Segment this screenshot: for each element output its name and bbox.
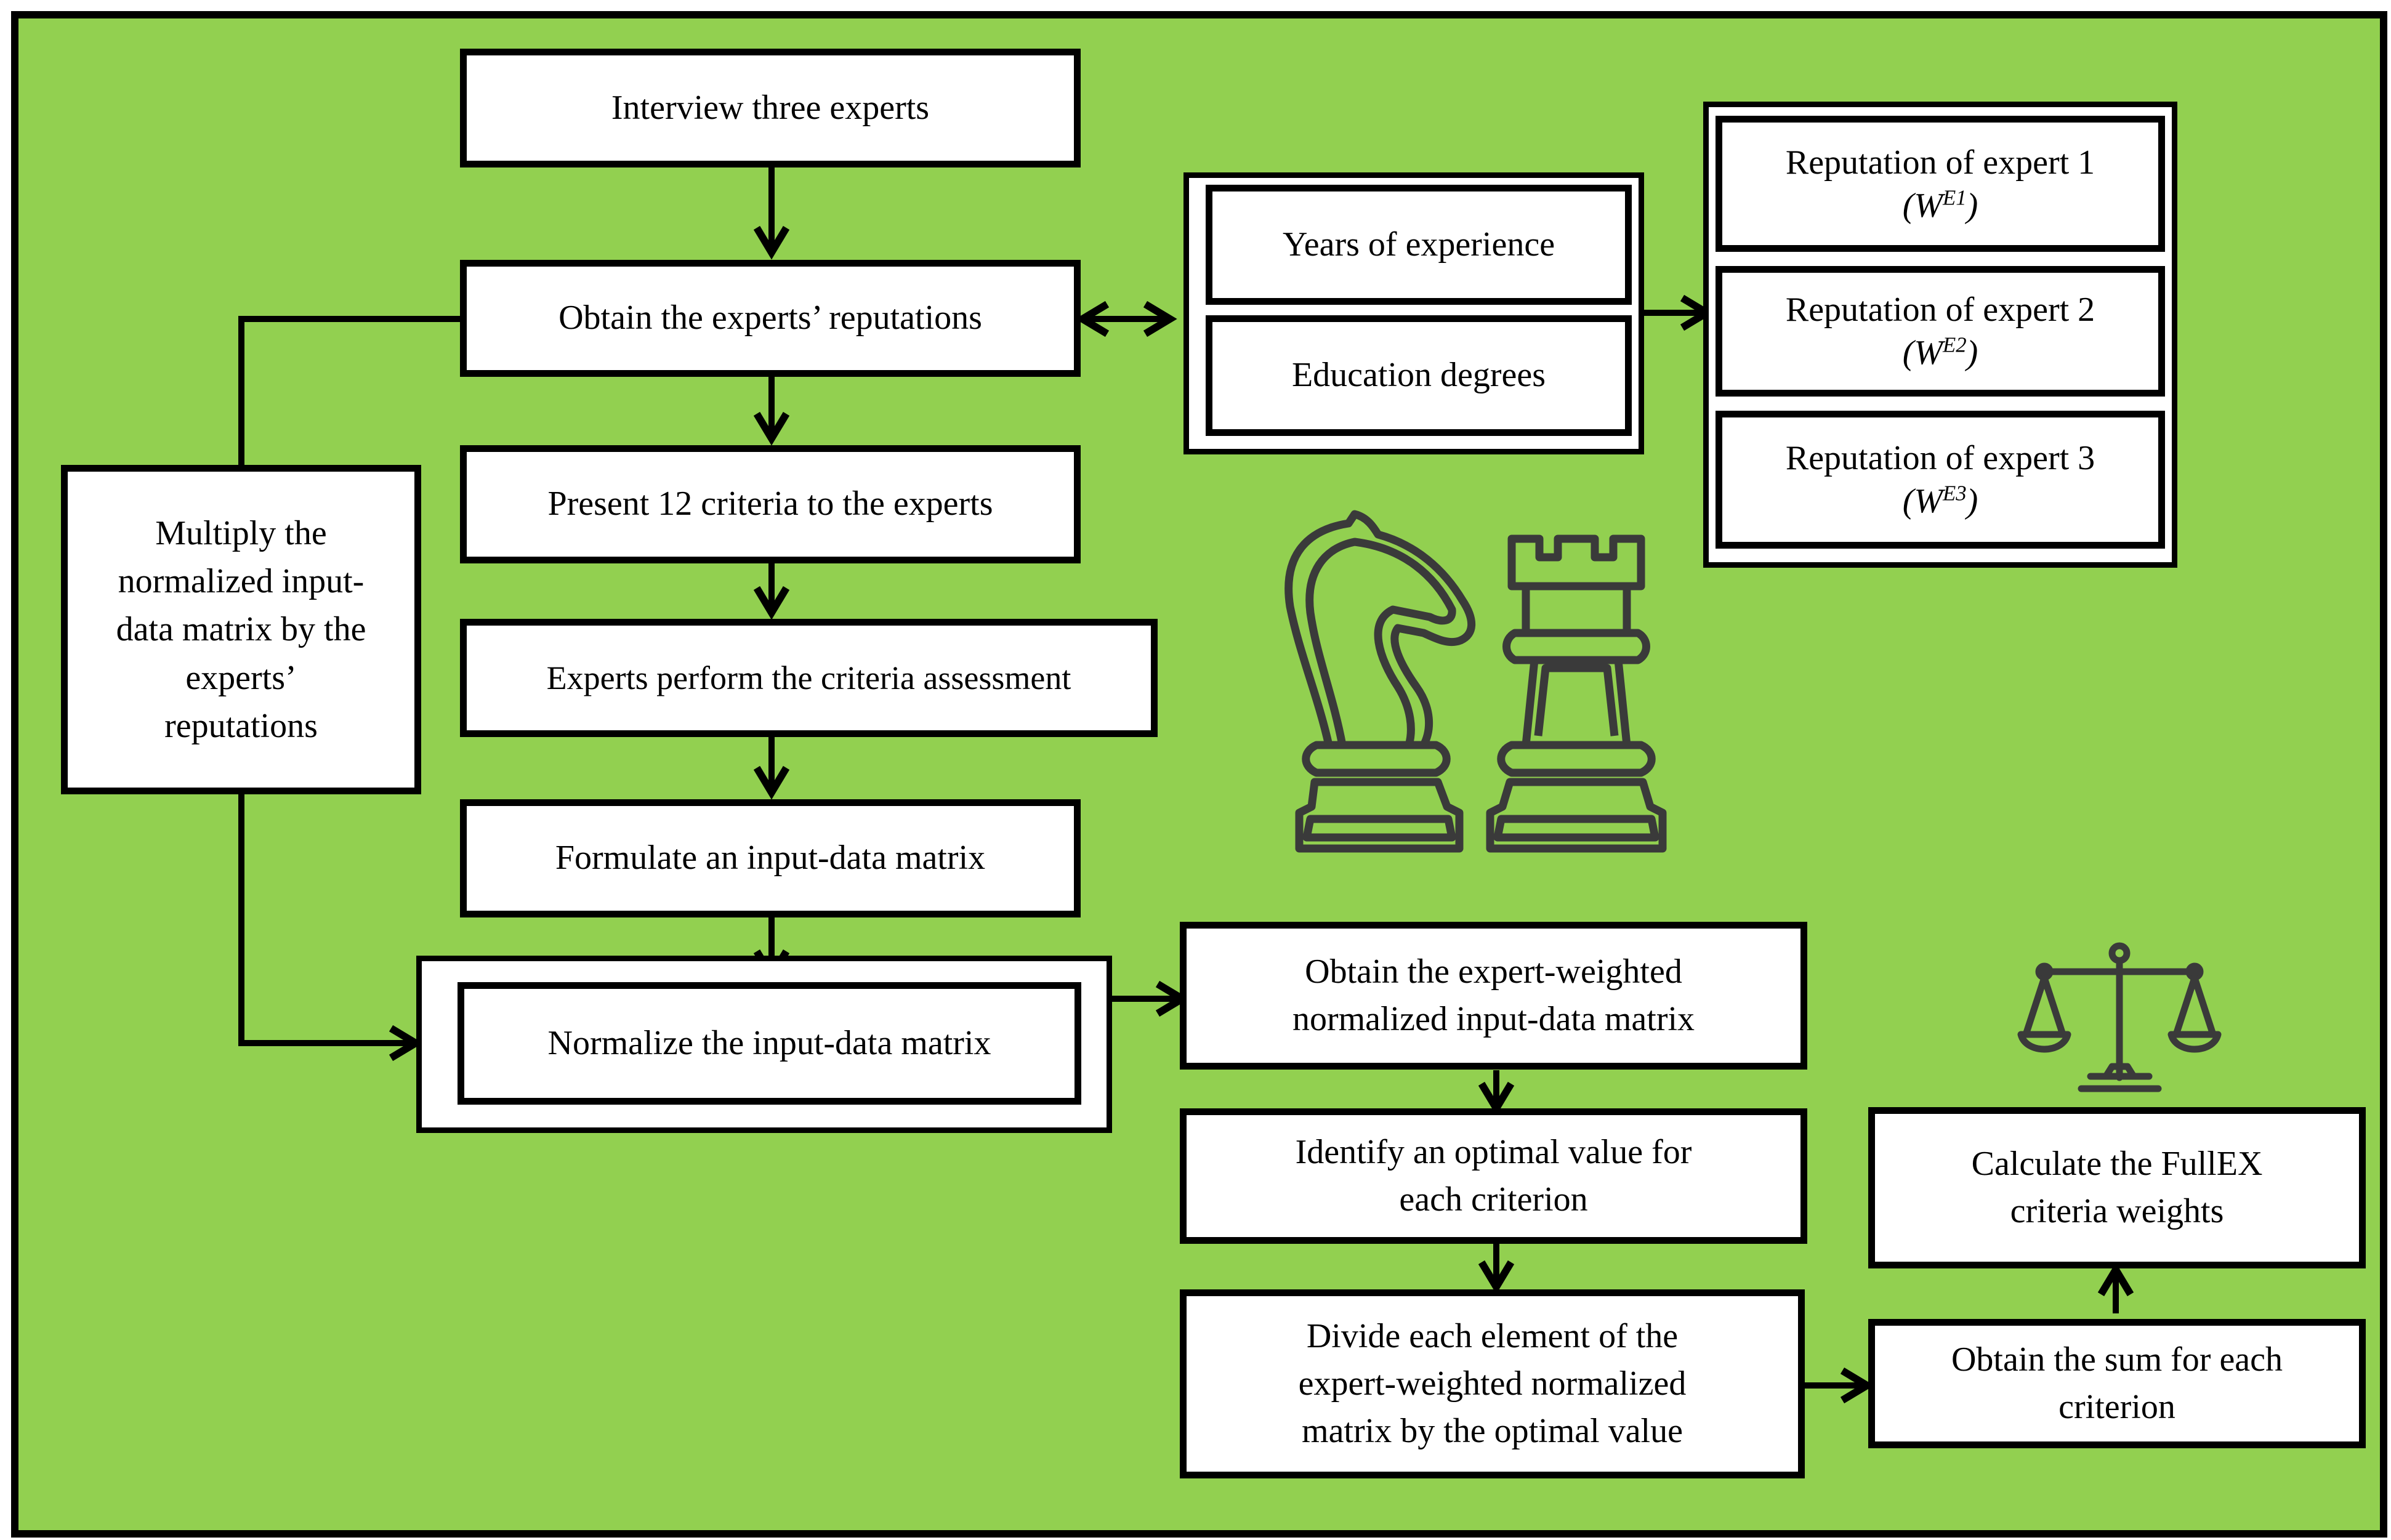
expert-weighted-step-box: Obtain the expert-weighted normalized in… <box>1180 922 1807 1070</box>
calculate-weights-step-text: Calculate the FullEX criteria weights <box>1971 1144 2263 1230</box>
obtain-reputations-step-box: Obtain the experts’ reputations <box>460 260 1081 377</box>
education-degrees-text: Education degrees <box>1291 356 1546 395</box>
formulate-matrix-step-box: Formulate an input-data matrix <box>460 799 1081 917</box>
balance-scale-icon <box>2017 942 2222 1092</box>
present-criteria-step-box: Present 12 criteria to the experts <box>460 445 1081 563</box>
reputation-expert-2-symbol: (WE2) <box>1902 333 1978 372</box>
interview-step-box: Interview three experts <box>460 49 1081 167</box>
reputation-expert-1-text: Reputation of expert 1 <box>1785 143 2095 182</box>
line-reputations-to-multiply <box>238 316 460 467</box>
reputation-expert-2-box: Reputation of expert 2 (WE2) <box>1716 266 2165 397</box>
expert-weighted-step-text: Obtain the expert-weighted normalized in… <box>1292 952 1695 1038</box>
reputation-expert-1-symbol: (WE1) <box>1902 185 1978 225</box>
divide-step-text: Divide each element of the expert-weight… <box>1298 1316 1687 1451</box>
chess-rook-icon <box>1486 534 1667 853</box>
arrow-multiply-to-normalize <box>238 794 423 1062</box>
divide-step-box: Divide each element of the expert-weight… <box>1180 1289 1805 1478</box>
formulate-matrix-step-text: Formulate an input-data matrix <box>555 839 986 877</box>
multiply-step-text: Multiply the normalized input- data matr… <box>116 514 366 746</box>
assessment-step-text: Experts perform the criteria assessment <box>546 659 1071 696</box>
normalize-matrix-step-box: Normalize the input-data matrix <box>458 982 1081 1105</box>
years-of-experience-text: Years of experience <box>1282 225 1555 264</box>
sum-step-text: Obtain the sum for each criterion <box>1951 1340 2283 1426</box>
interview-step-text: Interview three experts <box>611 88 930 127</box>
multiply-step-box: Multiply the normalized input- data matr… <box>61 465 421 794</box>
reputation-expert-3-box: Reputation of expert 3 (WE3) <box>1716 411 2165 549</box>
reputation-expert-2-text: Reputation of expert 2 <box>1785 291 2095 329</box>
reputation-expert-1-box: Reputation of expert 1 (WE1) <box>1716 116 2165 252</box>
normalize-matrix-step-text: Normalize the input-data matrix <box>547 1023 991 1062</box>
optimal-value-step-text: Identify an optimal value for each crite… <box>1295 1132 1692 1219</box>
reputation-expert-3-symbol: (WE3) <box>1902 481 1978 520</box>
present-criteria-step-text: Present 12 criteria to the experts <box>547 485 993 523</box>
education-degrees-box: Education degrees <box>1206 315 1632 436</box>
years-of-experience-box: Years of experience <box>1206 185 1632 305</box>
calculate-weights-step-box: Calculate the FullEX criteria weights <box>1868 1107 2366 1268</box>
optimal-value-step-box: Identify an optimal value for each crite… <box>1180 1108 1807 1244</box>
sum-step-box: Obtain the sum for each criterion <box>1868 1319 2366 1448</box>
chess-knight-icon <box>1284 510 1476 853</box>
obtain-reputations-step-text: Obtain the experts’ reputations <box>558 299 982 337</box>
assessment-step-box: Experts perform the criteria assessment <box>460 619 1158 737</box>
reputation-expert-3-text: Reputation of expert 3 <box>1785 439 2095 477</box>
